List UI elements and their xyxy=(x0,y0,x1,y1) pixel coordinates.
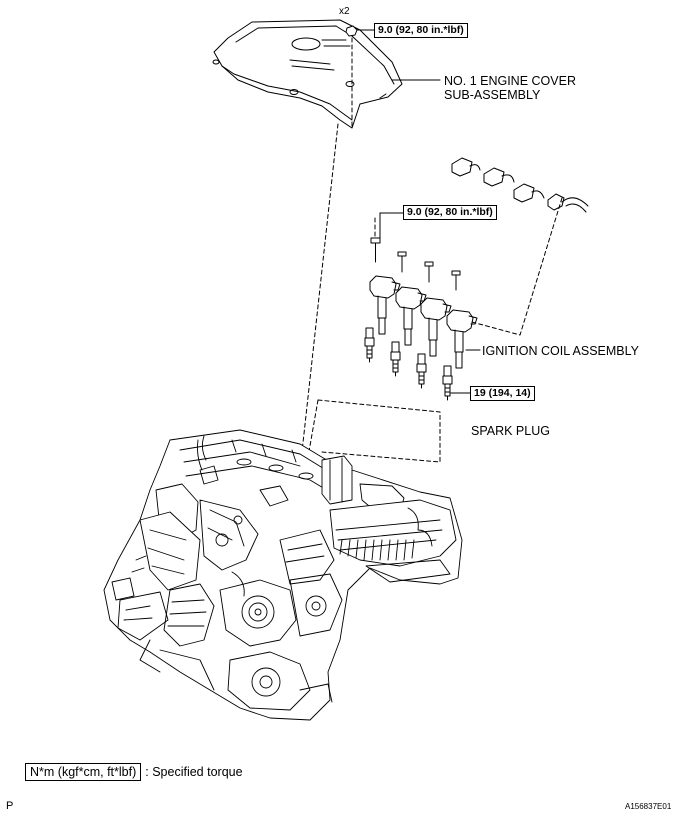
coil-connectors xyxy=(451,157,589,213)
label-engine-cover-line2: SUB-ASSEMBLY xyxy=(444,88,541,102)
coil-bolts xyxy=(370,237,461,291)
cover-nut xyxy=(345,25,358,37)
torque-spec-coil-bolt: 9.0 (92, 80 in.*lbf) xyxy=(403,205,497,220)
quantity-label: x2 xyxy=(339,6,350,17)
engine-block xyxy=(103,429,463,721)
label-engine-cover-line1: NO. 1 ENGINE COVER xyxy=(444,74,576,88)
corner-code-right: A156837E01 xyxy=(625,802,672,811)
torque-spec-spark-plug: 19 (194, 14) xyxy=(470,386,535,401)
legend-unit-box: N*m (kgf*cm, ft*lbf) xyxy=(25,763,142,781)
spark-plugs xyxy=(364,327,453,401)
engine-cover xyxy=(212,19,403,129)
label-ignition-coil: IGNITION COIL ASSEMBLY xyxy=(482,344,639,358)
ignition-coils xyxy=(369,275,478,369)
legend-description: : Specified torque xyxy=(145,765,243,779)
corner-code-left: P xyxy=(6,800,14,812)
legend: N*m (kgf*cm, ft*lbf) : Specified torque xyxy=(25,763,243,781)
alignment-lines xyxy=(299,37,563,481)
label-spark-plug: SPARK PLUG xyxy=(471,424,550,438)
torque-spec-cover-nut: 9.0 (92, 80 in.*lbf) xyxy=(374,23,468,38)
label-engine-cover: NO. 1 ENGINE COVER SUB-ASSEMBLY xyxy=(444,74,576,102)
